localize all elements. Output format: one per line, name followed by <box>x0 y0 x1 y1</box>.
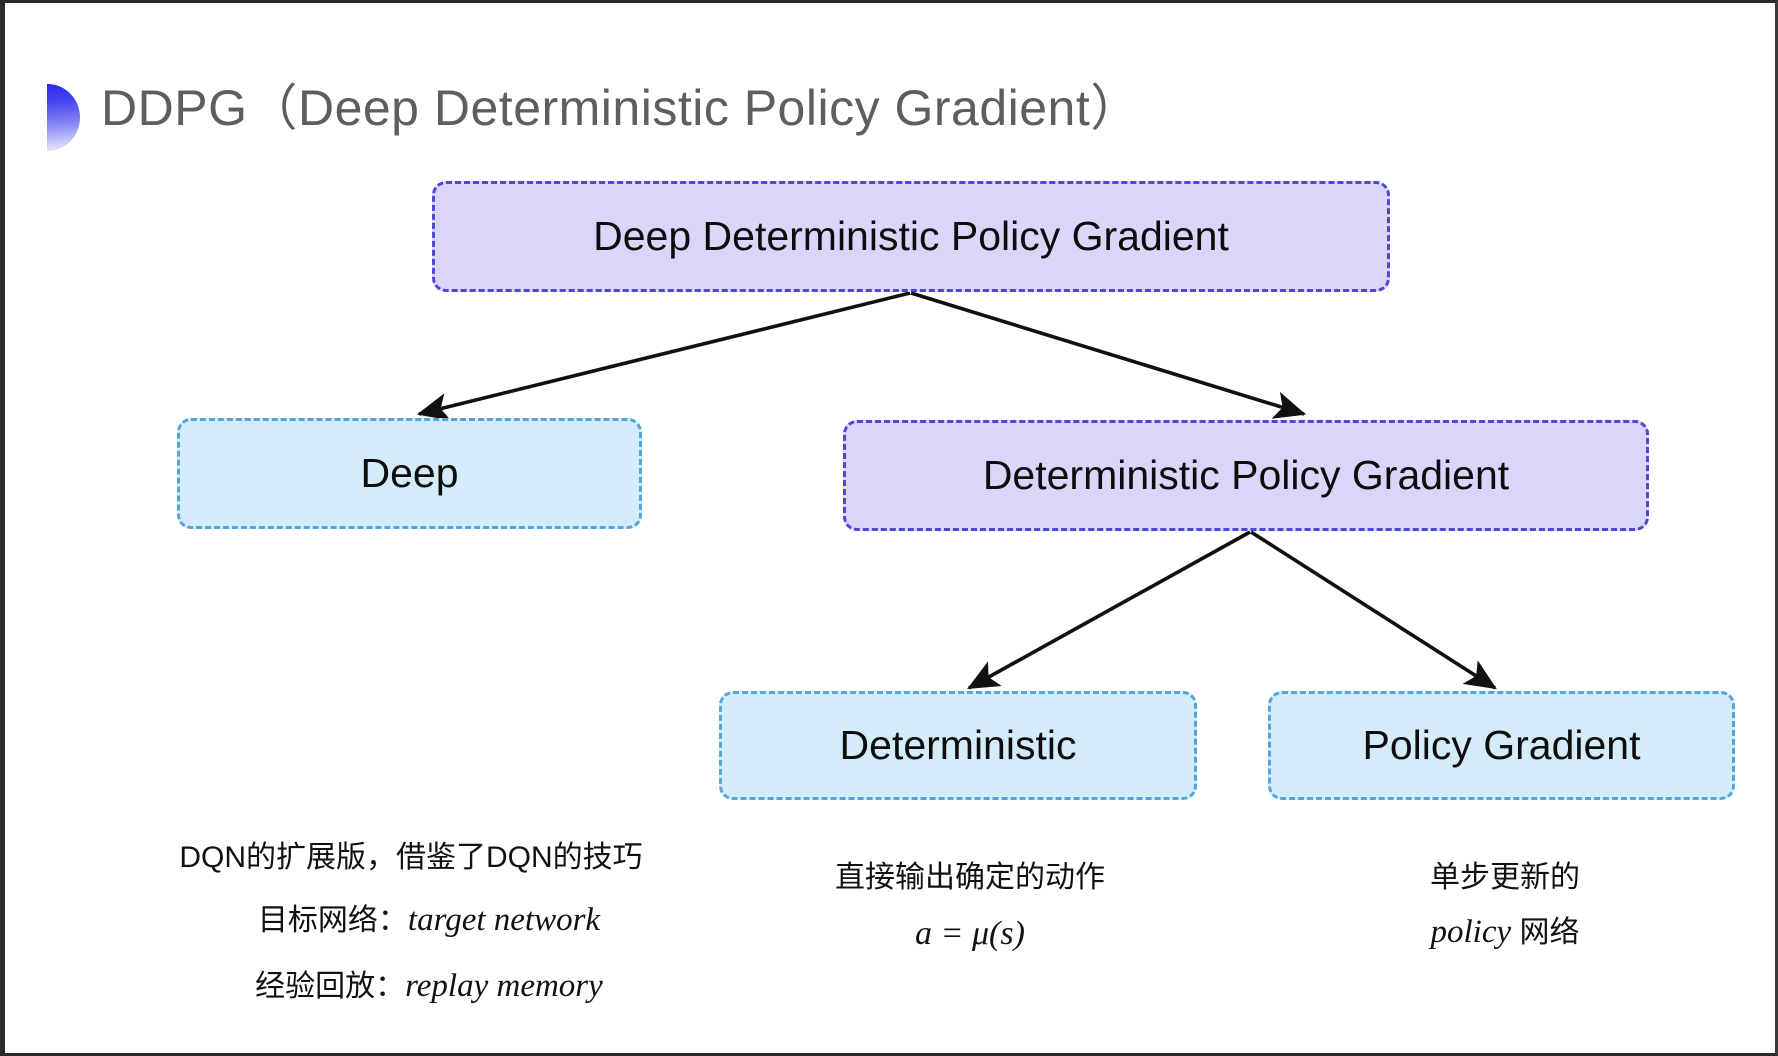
node-deterministic-policy-gradient[interactable]: Deterministic Policy Gradient <box>843 420 1649 531</box>
caption-policy-gradient-line-2: policy 网络 <box>1305 908 1705 958</box>
caption-policy-gradient: 单步更新的 policy 网络 <box>1305 855 1705 958</box>
caption-policy-gradient-line-1: 单步更新的 <box>1430 861 1580 894</box>
caption-policy-gradient-rest: 网络 <box>1511 916 1580 949</box>
edge-dpg-to-deterministic <box>967 530 1251 690</box>
caption-deterministic-line-1: 直接输出确定的动作 <box>835 861 1105 894</box>
edge-root-to-dpg <box>910 291 1307 419</box>
node-deep[interactable]: Deep <box>177 418 642 529</box>
caption-deep-line-3: 经验回放：replay memory <box>101 962 721 1012</box>
caption-policy-gradient-term: policy <box>1430 914 1512 950</box>
edge-root-to-deep <box>416 291 911 421</box>
caption-deep-line-2: 目标网络：target network <box>101 896 721 946</box>
caption-deterministic: 直接输出确定的动作 a = μ(s) <box>705 855 1235 959</box>
caption-deep: DQN的扩展版，借鉴了DQN的技巧 目标网络：target network 经验… <box>101 835 721 1011</box>
caption-deep-line-3-term: replay memory <box>405 967 603 1004</box>
caption-deep-line-2-label: 目标网络： <box>257 904 408 937</box>
caption-deep-line-1: DQN的扩展版，借鉴了DQN的技巧 <box>179 841 643 874</box>
node-deterministic[interactable]: Deterministic <box>719 691 1197 800</box>
caption-deep-line-3-label: 经验回放： <box>255 969 406 1003</box>
node-policy-gradient[interactable]: Policy Gradient <box>1268 691 1735 800</box>
caption-deterministic-formula: a = μ(s) <box>915 915 1025 952</box>
half-circle-gradient-icon <box>47 84 80 151</box>
node-deep-deterministic-policy-gradient[interactable]: Deep Deterministic Policy Gradient <box>432 181 1390 292</box>
caption-deep-line-2-term: target network <box>407 902 601 938</box>
page-title: DDPG（Deep Deterministic Policy Gradient） <box>101 80 1141 136</box>
edge-dpg-to-policy-gradient <box>1250 530 1497 690</box>
